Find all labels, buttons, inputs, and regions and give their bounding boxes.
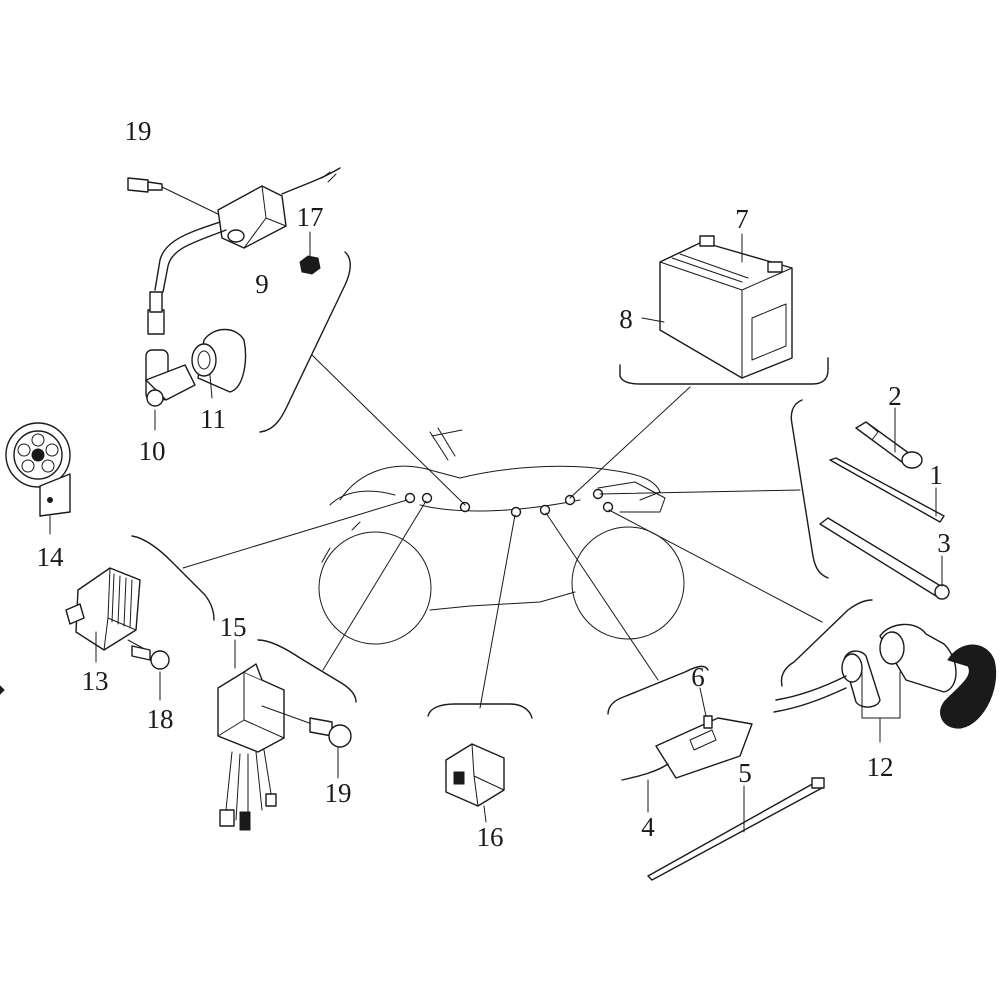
connector-point <box>421 492 433 504</box>
edge-mark <box>0 685 5 695</box>
rod-part-1 <box>829 457 945 523</box>
rod-part-3 <box>819 517 950 600</box>
bracket-cdi-group <box>257 639 357 703</box>
connector-point <box>602 501 614 513</box>
callout-13: 13 <box>82 666 109 696</box>
callout-6: 6 <box>691 662 705 692</box>
cable-tie-part-5 <box>647 777 825 881</box>
key-switch-part-12 <box>773 623 997 743</box>
connector-point <box>510 506 522 518</box>
callout-12: 12 <box>867 752 894 782</box>
connector-point <box>564 494 576 506</box>
front-fender <box>329 490 396 506</box>
callout-9: 9 <box>255 269 269 299</box>
callout-19-top: 19 <box>125 116 152 146</box>
handlebar <box>429 427 463 461</box>
connector-point <box>404 492 416 504</box>
bolt-part-18 <box>127 639 170 701</box>
switch-part-4-6 <box>621 687 753 813</box>
ignition-coil-part-9 <box>147 167 341 335</box>
fuse-part-2 <box>855 407 923 469</box>
front-wheel <box>318 531 432 645</box>
connector-point <box>539 504 551 516</box>
frame-upper <box>339 465 661 501</box>
callout-7: 7 <box>735 204 749 234</box>
motorcycle-silhouette <box>318 427 685 645</box>
callout-labels: 19 17 9 7 8 2 1 3 11 10 14 15 13 18 19 1… <box>37 116 951 852</box>
connector-point <box>459 501 471 513</box>
callout-18: 18 <box>147 704 174 734</box>
wiring-loom <box>419 499 581 512</box>
callout-17: 17 <box>297 202 324 232</box>
callout-5: 5 <box>738 758 752 788</box>
callout-8: 8 <box>619 304 633 334</box>
bracket-key-group <box>780 599 873 687</box>
nut-part-17 <box>299 231 321 275</box>
bracket-switch-group <box>607 665 709 715</box>
callout-2: 2 <box>888 381 902 411</box>
spark-plug-cap-part-10 <box>145 349 196 431</box>
rear-wheel <box>571 526 685 640</box>
callout-11: 11 <box>200 404 226 434</box>
battery-part-7-8 <box>641 233 793 379</box>
group-brackets <box>131 251 873 719</box>
frame-lower <box>429 591 576 611</box>
bracket-fuse-group <box>790 399 829 579</box>
rear-tail <box>597 481 666 513</box>
callout-15: 15 <box>220 612 247 642</box>
rubber-boot-part-11 <box>191 328 247 399</box>
fork <box>321 521 361 563</box>
callout-16: 16 <box>477 822 504 852</box>
bracket-rectifier-group <box>131 535 215 621</box>
relay-part-16 <box>445 743 505 823</box>
bolt-part-19-lower <box>261 705 352 779</box>
cdi-unit-part-15 <box>217 639 285 831</box>
callout-19-lower: 19 <box>325 778 352 808</box>
callout-10: 10 <box>139 436 166 466</box>
regulator-part-13 <box>65 567 141 663</box>
bolt-part-19-top <box>127 177 223 217</box>
callout-14: 14 <box>37 542 65 572</box>
leader-lines <box>182 354 823 709</box>
callout-4: 4 <box>641 812 655 842</box>
bracket-ignition-group <box>259 251 351 433</box>
callout-3: 3 <box>937 528 951 558</box>
horn-part-14 <box>5 422 71 535</box>
callout-1: 1 <box>929 460 943 490</box>
bracket-relay-group <box>427 703 533 719</box>
bracket-battery-group <box>619 357 829 385</box>
